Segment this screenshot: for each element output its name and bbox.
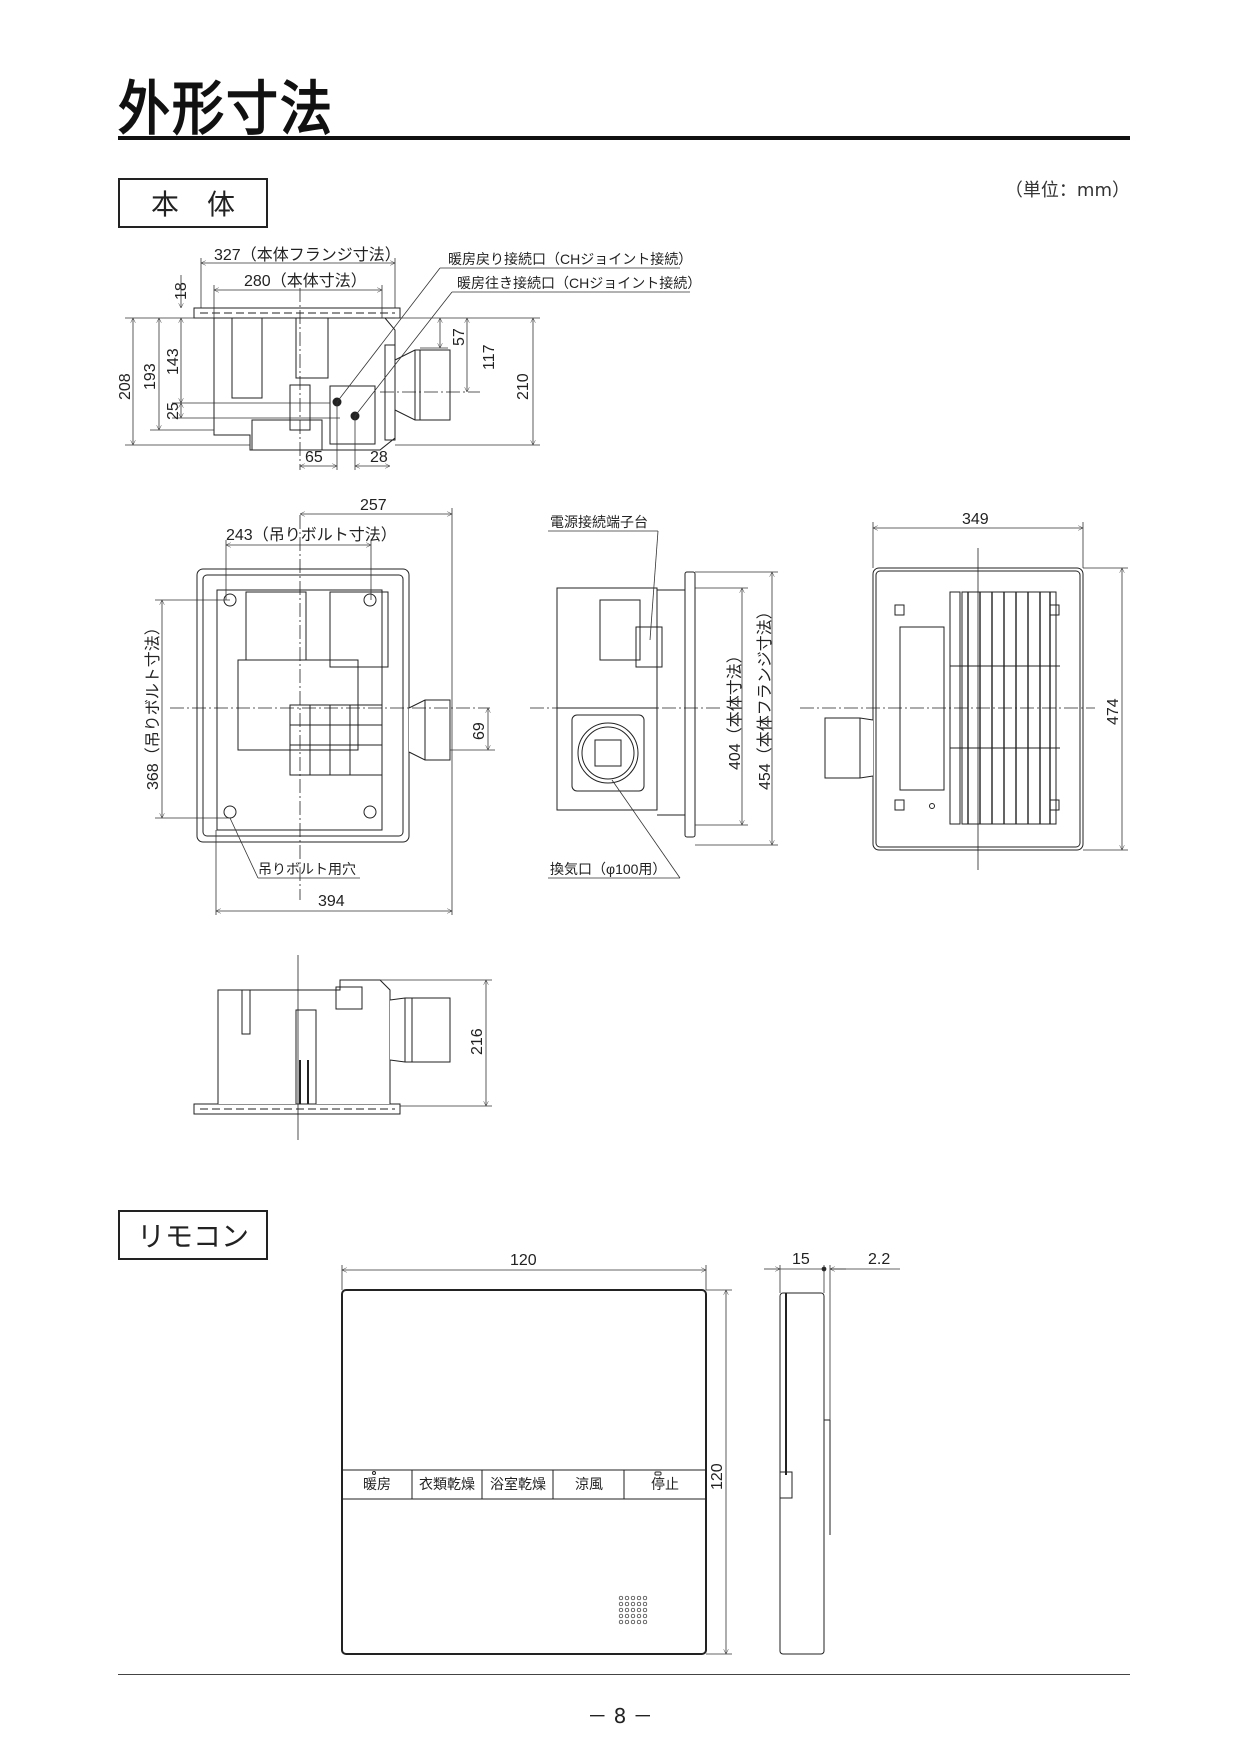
svg-text:257: 257 <box>360 497 387 514</box>
svg-text:143: 143 <box>165 348 182 375</box>
callout-bolt-hole: 吊りボルト用穴 <box>258 861 356 877</box>
page-title: 外形寸法 <box>118 76 335 144</box>
remote-button-cool-breeze: 涼風 <box>575 1476 603 1492</box>
dim-flange-h: 454（本体フランジ寸法） <box>756 603 774 790</box>
svg-text:65: 65 <box>305 449 323 466</box>
svg-text:69: 69 <box>471 722 488 740</box>
side-view-bottom <box>193 955 451 1140</box>
svg-text:57: 57 <box>451 328 468 346</box>
svg-text:349: 349 <box>962 511 989 528</box>
callout-supply-port: 暖房往き接続口（CHジョイント接続） <box>457 275 701 291</box>
callout-return-port: 暖房戻り接続口（CHジョイント接続） <box>448 251 692 267</box>
plan-view <box>170 515 490 900</box>
dim-flange-width: 327（本体フランジ寸法） <box>214 246 401 264</box>
end-view <box>530 571 720 838</box>
remote-button-clothes-dry: 衣類乾燥 <box>419 1476 475 1492</box>
side-view-top <box>193 288 480 470</box>
dim-body-width: 280（本体寸法） <box>244 272 367 290</box>
svg-text:216: 216 <box>469 1028 486 1055</box>
svg-text:28: 28 <box>370 449 388 466</box>
remote-button-bath-dry: 浴室乾燥 <box>490 1476 546 1492</box>
svg-text:120: 120 <box>709 1463 726 1490</box>
remote-button-heating: 暖房 <box>363 1476 391 1492</box>
section-label-remote: リモコン <box>118 1210 268 1260</box>
footer-rule <box>118 1674 1130 1675</box>
dim-bolt-pitch-w: 243（吊りボルト寸法） <box>226 526 397 544</box>
dim-body-h: 404（本体寸法） <box>726 647 744 770</box>
remote-side-view <box>779 1292 831 1655</box>
svg-text:210: 210 <box>515 373 532 400</box>
svg-text:15: 15 <box>792 1251 810 1268</box>
section-label-main-unit: 本 体 <box>118 178 268 228</box>
callout-vent-port: 換気口（φ100用） <box>550 861 666 877</box>
remote-button-stop: 停止 <box>651 1476 679 1492</box>
dim-bolt-pitch-h: 368（吊りボルト寸法） <box>144 619 162 790</box>
svg-text:394: 394 <box>318 893 345 910</box>
svg-text:18: 18 <box>173 282 190 300</box>
page-number: － 8 － <box>587 1704 653 1728</box>
unit-note: （単位：mm） <box>1004 180 1130 201</box>
callout-terminal-block: 電源接続端子台 <box>550 514 648 530</box>
title-rule <box>118 136 1130 140</box>
svg-text:2.2: 2.2 <box>868 1251 890 1268</box>
svg-text:120: 120 <box>510 1252 537 1269</box>
bottom-view <box>800 548 1095 870</box>
svg-text:117: 117 <box>481 344 498 370</box>
svg-text:193: 193 <box>142 363 159 390</box>
svg-text:25: 25 <box>165 402 182 420</box>
remote-front-view <box>341 1289 707 1655</box>
svg-text:474: 474 <box>1105 698 1122 725</box>
svg-text:208: 208 <box>117 373 134 400</box>
